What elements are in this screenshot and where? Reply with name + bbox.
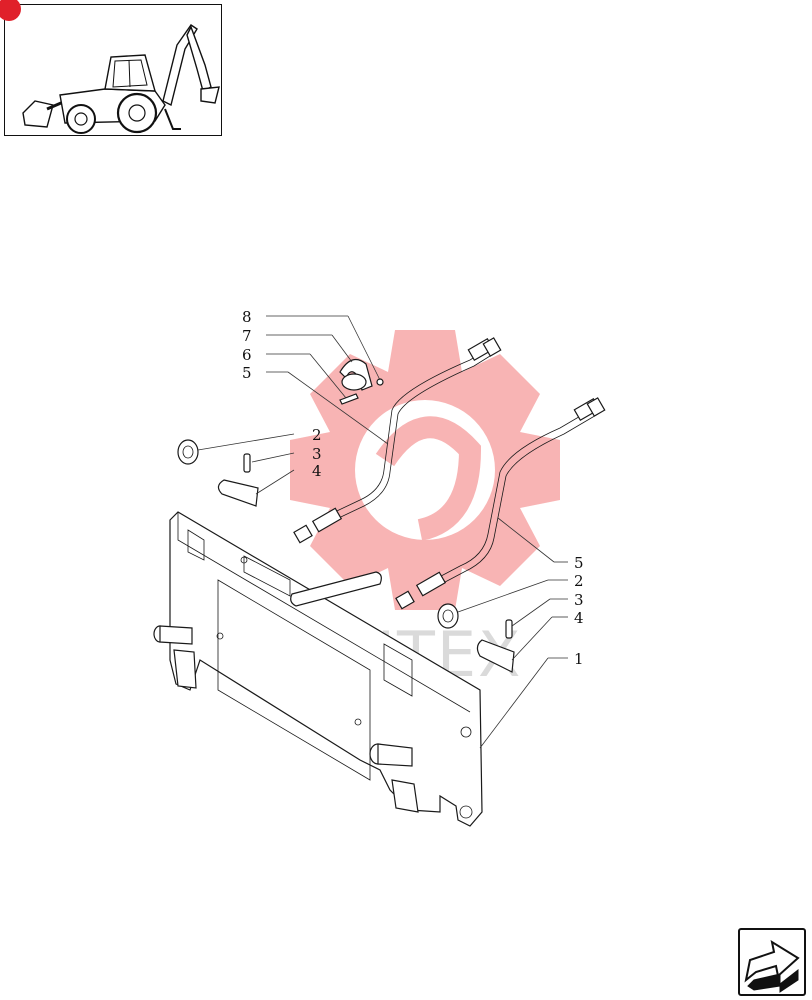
callout-2-right: 2	[574, 572, 584, 590]
pipe-clamp	[339, 358, 384, 405]
coupler-plate	[153, 511, 483, 827]
arrow-icon	[744, 939, 800, 993]
callout-2-left: 2	[312, 426, 322, 444]
callout-1: 1	[574, 650, 584, 668]
corner-mark	[0, 0, 21, 21]
left-locking-parts	[177, 439, 259, 507]
callout-6: 6	[242, 346, 252, 364]
callout-3-right: 3	[574, 591, 584, 609]
machine-thumbnail	[0, 0, 222, 136]
callout-8: 8	[242, 308, 252, 326]
callout-7: 7	[242, 327, 252, 345]
callout-5-left: 5	[242, 364, 252, 382]
right-locking-parts	[437, 603, 515, 673]
backhoe-loader-icon	[22, 24, 220, 134]
callout-3-left: 3	[312, 445, 322, 463]
watermark-gear	[290, 330, 560, 610]
hydraulic-pipe-upper	[293, 337, 502, 544]
next-page-arrow-icon[interactable]	[738, 928, 806, 996]
callout-4-left: 4	[312, 462, 322, 480]
callout-5-right: 5	[574, 554, 584, 572]
callout-4-right: 4	[574, 609, 584, 627]
hydraulic-pipe-lower	[395, 397, 606, 610]
